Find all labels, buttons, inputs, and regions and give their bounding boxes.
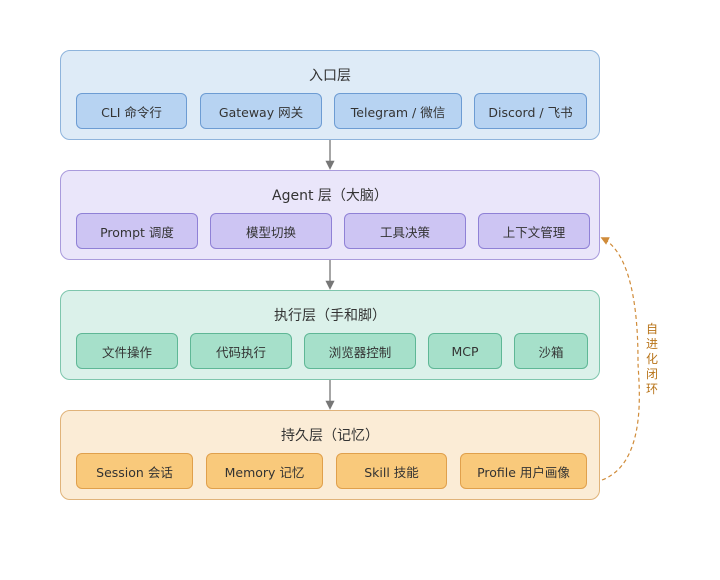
loop-label: 自进化闭环 xyxy=(645,322,658,396)
layer-title: 执行层（手和脚） xyxy=(274,308,386,324)
self-evolution-loop-arrow xyxy=(600,237,640,481)
module-sandbox[interactable]: 沙箱 xyxy=(514,333,588,369)
layer-execution: 执行层（手和脚） 文件操作 代码执行 浏览器控制 MCP 沙箱 xyxy=(60,290,600,380)
layer-title: Agent 层（大脑） xyxy=(272,188,388,204)
layer-persistence: 持久层（记忆） Session 会话 Memory 记忆 Skill 技能 Pr… xyxy=(60,410,600,500)
module-prompt-scheduling[interactable]: Prompt 调度 xyxy=(76,213,198,249)
layer-title: 入口层 xyxy=(309,68,351,84)
module-model-switch[interactable]: 模型切换 xyxy=(210,213,332,249)
module-telegram-wechat[interactable]: Telegram / 微信 xyxy=(334,93,462,129)
layer-entry: 入口层 CLI 命令行 Gateway 网关 Telegram / 微信 Dis… xyxy=(60,50,600,140)
module-code-exec[interactable]: 代码执行 xyxy=(190,333,292,369)
module-memory[interactable]: Memory 记忆 xyxy=(206,453,323,489)
module-cli[interactable]: CLI 命令行 xyxy=(76,93,187,129)
module-context-management[interactable]: 上下文管理 xyxy=(478,213,590,249)
module-gateway[interactable]: Gateway 网关 xyxy=(200,93,322,129)
module-mcp[interactable]: MCP xyxy=(428,333,502,369)
module-session[interactable]: Session 会话 xyxy=(76,453,193,489)
layer-title: 持久层（记忆） xyxy=(281,428,379,444)
module-browser-control[interactable]: 浏览器控制 xyxy=(304,333,416,369)
module-tool-decision[interactable]: 工具决策 xyxy=(344,213,466,249)
module-discord-feishu[interactable]: Discord / 飞书 xyxy=(474,93,587,129)
module-profile[interactable]: Profile 用户画像 xyxy=(460,453,587,489)
module-skill[interactable]: Skill 技能 xyxy=(336,453,447,489)
module-file-ops[interactable]: 文件操作 xyxy=(76,333,178,369)
layer-agent: Agent 层（大脑） Prompt 调度 模型切换 工具决策 上下文管理 xyxy=(60,170,600,260)
